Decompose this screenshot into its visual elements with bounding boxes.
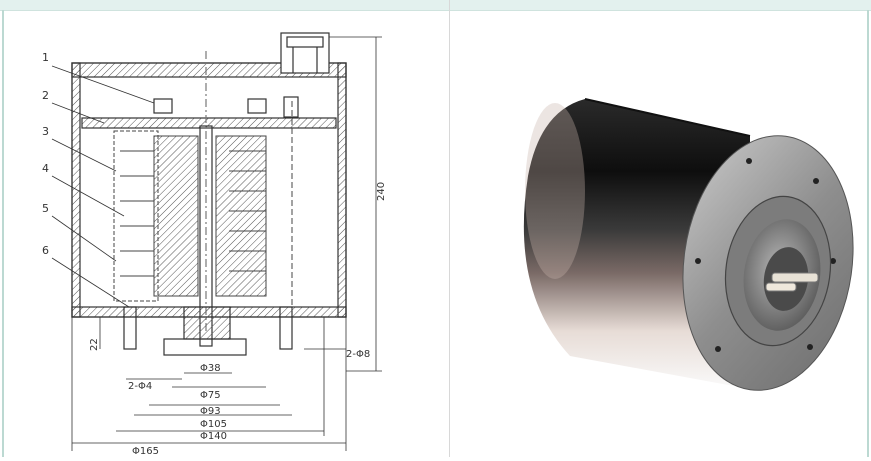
dim-d38: Φ38 bbox=[200, 363, 221, 374]
dim-height: 240 bbox=[376, 182, 387, 201]
slip-ring-photo bbox=[523, 98, 854, 391]
part-label-6: 6 bbox=[42, 244, 49, 257]
technical-drawing-panel: 1 2 3 4 5 6 bbox=[4, 11, 449, 457]
mounting-hole-icon bbox=[813, 178, 819, 184]
inner-hub bbox=[724, 195, 832, 347]
part-label-4: 4 bbox=[42, 162, 49, 175]
mounting-hole-icon bbox=[746, 158, 752, 164]
part-numbers: 1 2 3 4 5 6 bbox=[42, 51, 49, 257]
dim-d105: Φ105 bbox=[200, 419, 227, 430]
leader-lines bbox=[51, 65, 155, 308]
mounting-hole-icon bbox=[830, 258, 836, 264]
mounting-hole-icon bbox=[715, 346, 721, 352]
dim-holes-left: 2-Φ4 bbox=[128, 381, 152, 392]
terminal-pin-icon bbox=[771, 272, 819, 283]
terminal-pin-icon bbox=[765, 282, 797, 292]
left-border bbox=[2, 10, 4, 457]
part-label-1: 1 bbox=[42, 51, 49, 64]
dim-d93: Φ93 bbox=[200, 406, 221, 417]
top-bar bbox=[0, 0, 871, 11]
dim-d165: Φ165 bbox=[132, 446, 159, 457]
dim-d75: Φ75 bbox=[200, 390, 221, 401]
dimension-lines bbox=[71, 36, 382, 451]
dim-left-height: 22 bbox=[89, 338, 100, 351]
housing bbox=[71, 32, 347, 356]
part-label-5: 5 bbox=[42, 202, 49, 215]
part-label-3: 3 bbox=[42, 125, 49, 138]
dimension-labels: 240 22 2-Φ8 2-Φ4 Φ38 Φ75 Φ93 Φ105 Φ140 Φ… bbox=[89, 182, 387, 457]
part-label-2: 2 bbox=[42, 89, 49, 102]
right-border bbox=[867, 10, 869, 457]
panel-divider bbox=[449, 0, 450, 457]
mounting-hole-icon bbox=[695, 258, 701, 264]
technical-drawing: 1 2 3 4 5 6 bbox=[42, 32, 387, 457]
mounting-hole-icon bbox=[807, 344, 813, 350]
product-photo-panel bbox=[450, 11, 867, 457]
ring-stack bbox=[113, 101, 293, 311]
dim-holes-right: 2-Φ8 bbox=[346, 349, 370, 360]
dim-d140: Φ140 bbox=[200, 431, 227, 442]
